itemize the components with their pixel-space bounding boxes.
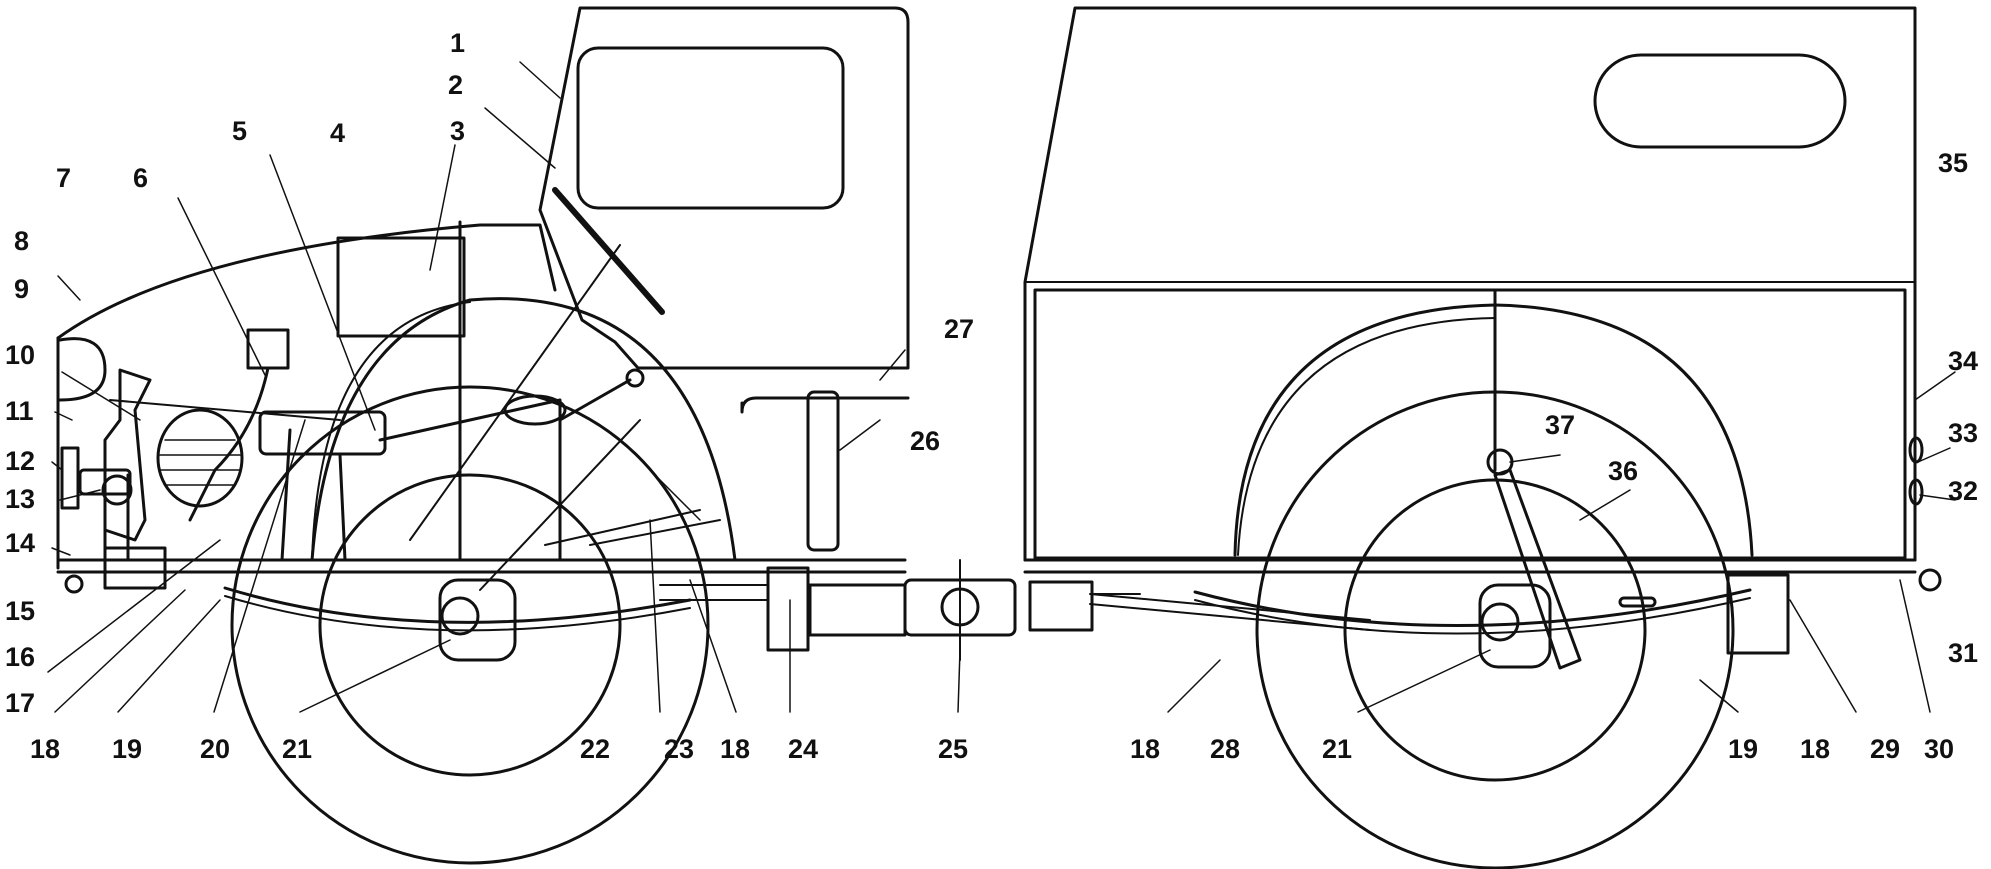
label-21-rear: 21	[1322, 734, 1353, 764]
hood	[56, 220, 557, 570]
label-26: 26	[910, 426, 941, 456]
chassis-frame	[56, 509, 1917, 635]
label-29: 29	[1870, 734, 1901, 764]
label-3: 3	[450, 116, 466, 146]
label-32: 32	[1948, 476, 1979, 506]
label-2: 2	[448, 70, 464, 100]
label-37: 37	[1545, 410, 1576, 440]
label-21-front: 21	[282, 734, 313, 764]
label-13: 13	[5, 484, 36, 514]
front-wheel	[230, 297, 737, 865]
label-33: 33	[1948, 418, 1979, 448]
tank	[336, 236, 466, 338]
steering-column	[409, 187, 665, 591]
label-36: 36	[1608, 456, 1639, 486]
label-18-front-right: 18	[720, 734, 751, 764]
headlight	[58, 337, 107, 402]
trailer-side-panel	[1033, 288, 1907, 560]
filter	[246, 328, 290, 370]
label-19-front: 19	[112, 734, 143, 764]
label-18-front-left: 18	[30, 734, 61, 764]
label-27: 27	[944, 314, 975, 344]
radiator-top	[258, 410, 387, 456]
label-30: 30	[1924, 734, 1955, 764]
label-14: 14	[5, 528, 36, 558]
front-cab	[538, 6, 910, 414]
label-18-rear-right: 18	[1800, 734, 1831, 764]
label-17: 17	[5, 688, 36, 718]
label-18-rear-left: 18	[1130, 734, 1161, 764]
trailer-body	[1023, 6, 1942, 655]
rear-wheel	[1255, 390, 1735, 869]
leader-lines	[47, 61, 1956, 713]
label-23: 23	[664, 734, 695, 764]
label-35: 35	[1938, 148, 1969, 178]
label-9: 9	[14, 274, 30, 304]
label-28: 28	[1210, 734, 1241, 764]
rear-mudflap	[1726, 573, 1790, 655]
label-15: 15	[5, 596, 36, 626]
label-11: 11	[5, 396, 34, 426]
front-bumper	[103, 546, 167, 590]
label-24: 24	[788, 734, 819, 764]
label-10: 10	[5, 340, 36, 370]
trailer-window	[1593, 53, 1847, 149]
fan	[156, 408, 244, 508]
label-22: 22	[580, 734, 611, 764]
label-31: 31	[1948, 638, 1979, 668]
label-34: 34	[1948, 346, 1979, 376]
label-16: 16	[5, 642, 36, 672]
label-25: 25	[938, 734, 969, 764]
label-19-rear: 19	[1728, 734, 1759, 764]
label-20: 20	[200, 734, 231, 764]
label-4: 4	[330, 118, 346, 148]
label-6: 6	[133, 163, 149, 193]
label-5: 5	[232, 116, 248, 146]
label-8: 8	[14, 226, 30, 256]
transmission	[659, 390, 1141, 661]
label-1: 1	[450, 28, 466, 58]
rear-hub	[1478, 583, 1552, 669]
label-12: 12	[5, 446, 36, 476]
label-7: 7	[56, 163, 72, 193]
cab-window	[576, 46, 845, 210]
